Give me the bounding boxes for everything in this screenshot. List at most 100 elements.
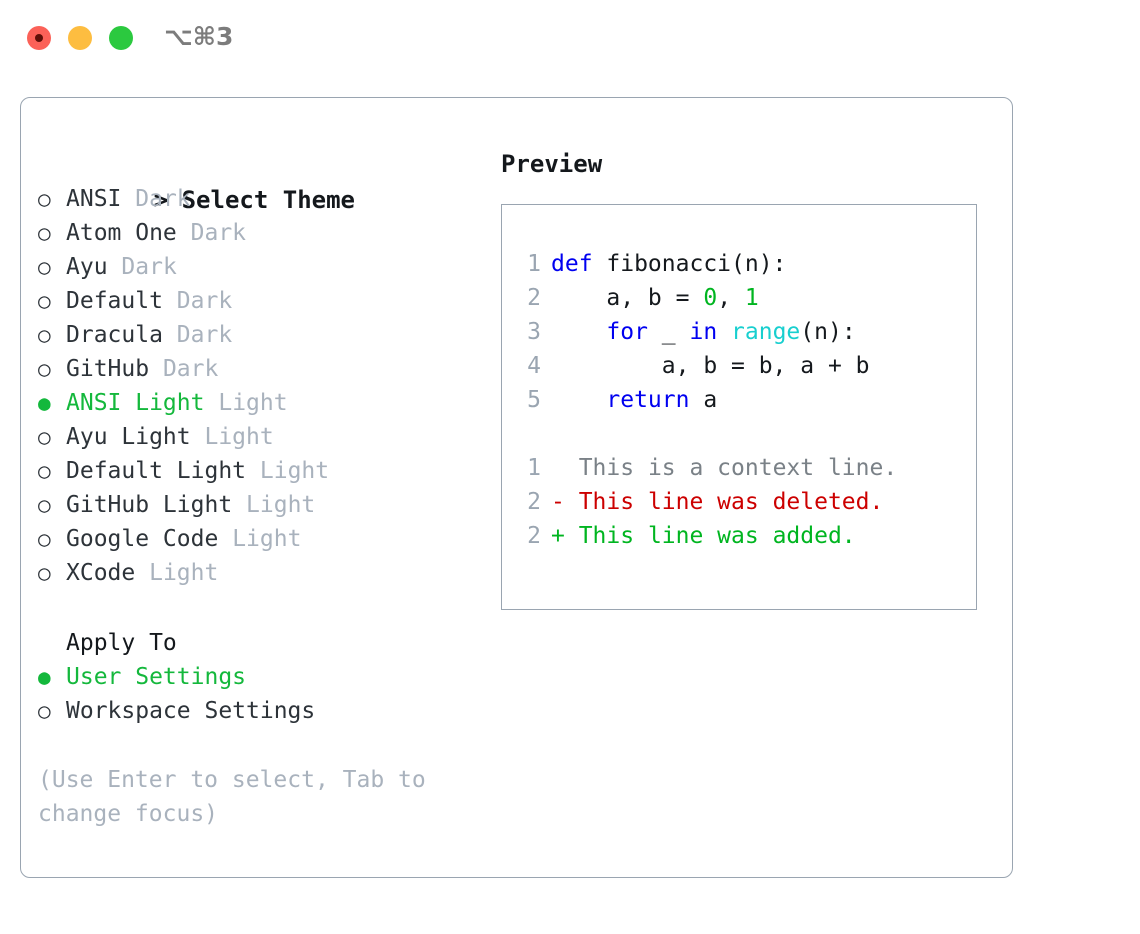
- theme-list-item[interactable]: ○ Dracula Dark: [38, 318, 478, 352]
- code-token: [551, 319, 606, 345]
- theme-selector-header: > Select Theme: [38, 146, 478, 214]
- apply-to-title: Apply To: [66, 630, 177, 656]
- keyboard-hint: (Use Enter to select, Tab to change focu…: [38, 767, 440, 827]
- maximize-button-icon[interactable]: [109, 26, 133, 50]
- theme-list-item[interactable]: ● ANSI Light Light: [38, 386, 478, 420]
- diff-text: This line was deleted.: [564, 489, 884, 515]
- theme-list-item[interactable]: ○Default Light Light: [38, 454, 478, 488]
- code-line: 4 a, b = b, a + b: [517, 349, 967, 383]
- radio-unselected-icon: ○: [38, 527, 51, 551]
- radio-unselected-icon: ○: [38, 561, 51, 585]
- code-token: ,: [717, 285, 745, 311]
- close-button-icon[interactable]: [27, 26, 51, 50]
- code-token: return: [606, 387, 690, 413]
- code-token: range: [731, 319, 801, 345]
- theme-name: Dracula: [66, 322, 163, 348]
- theme-list-item[interactable]: ○XCode Light: [38, 556, 478, 590]
- code-token: 1: [744, 285, 759, 311]
- theme-name: Google Code: [66, 526, 219, 552]
- diff-marker: -: [551, 489, 565, 515]
- theme-kind-badge: Dark: [176, 322, 233, 348]
- radio-unselected-icon: ○: [38, 493, 51, 517]
- radio-unselected-icon: ○: [38, 425, 51, 449]
- diff-sample: 1 This is a context line. 2- This line wa…: [517, 451, 967, 553]
- code-token: _: [647, 319, 690, 345]
- code-token: [551, 387, 606, 413]
- code-token: a, b = b, a + b: [551, 353, 870, 379]
- radio-unselected-icon: ○: [38, 699, 51, 723]
- theme-kind-badge: Light: [259, 458, 330, 484]
- code-token: 0: [703, 285, 718, 311]
- code-spacer: [517, 417, 967, 451]
- line-number: 2: [527, 523, 541, 549]
- theme-kind-badge: Dark: [176, 288, 233, 314]
- radio-selected-icon: ●: [38, 665, 51, 689]
- code-line: 5 return a: [517, 383, 967, 417]
- diff-marker: +: [551, 523, 565, 549]
- apply-to-option[interactable]: ● User Settings: [38, 660, 478, 694]
- radio-unselected-icon: ○: [38, 255, 51, 279]
- theme-name: ANSI: [66, 186, 122, 212]
- theme-list-item[interactable]: ○ ANSI Dark: [38, 182, 478, 216]
- radio-unselected-icon: ○: [38, 357, 51, 381]
- radio-unselected-icon: ○: [38, 187, 51, 211]
- diff-text: This line was added.: [564, 523, 856, 549]
- theme-kind-badge: Dark: [190, 220, 247, 246]
- apply-to-label: User Settings: [66, 664, 247, 690]
- theme-kind-badge: Light: [204, 424, 274, 450]
- diff-marker: [551, 455, 565, 481]
- radio-selected-icon: ●: [38, 391, 51, 415]
- apply-to-section: Apply To ● User Settings ○ Workspace Settin…: [38, 626, 478, 728]
- code-token: def: [551, 251, 607, 277]
- diff-line: 2- This line was deleted.: [517, 485, 967, 519]
- theme-list-item[interactable]: ○Ayu Dark: [38, 250, 478, 284]
- theme-name: ANSI Light: [66, 390, 205, 416]
- apply-to-label: Workspace Settings: [66, 698, 316, 724]
- line-number: 4: [527, 353, 541, 379]
- theme-name: Ayu: [66, 254, 108, 280]
- line-number: 1: [527, 455, 541, 481]
- theme-list-item[interactable]: ○ Atom One Dark: [38, 216, 478, 250]
- radio-unselected-icon: ○: [38, 221, 51, 245]
- radio-unselected-icon: ○: [38, 459, 51, 483]
- theme-name: Ayu Light: [66, 424, 191, 450]
- minimize-button-icon[interactable]: [68, 26, 92, 50]
- theme-kind-badge: Light: [232, 526, 302, 552]
- line-number: 5: [527, 387, 541, 413]
- theme-kind-badge: Light: [218, 390, 288, 416]
- theme-list-item[interactable]: ○Default Dark: [38, 284, 478, 318]
- main-panel: >Select Theme ○ANSI Dark○Atom One Dark○A…: [20, 97, 1013, 878]
- code-token: a, b =: [551, 285, 704, 311]
- code-line: 2 a, b = 0, 1: [517, 281, 967, 315]
- radio-unselected-icon: ○: [38, 289, 51, 313]
- line-number: 1: [527, 251, 541, 277]
- diff-line: 2 + This line was added.: [517, 519, 967, 553]
- diff-text: This is a context line.: [564, 455, 898, 481]
- code-line: 3 for _ in range(n):: [517, 315, 967, 349]
- theme-name: Atom One: [66, 220, 177, 246]
- caret-icon: >: [153, 186, 169, 214]
- code-token: fibonacci(n):: [606, 251, 787, 277]
- theme-list-item[interactable]: ○ Google Code Light: [38, 522, 478, 556]
- theme-list-item[interactable]: ○ Ayu Light Light: [38, 420, 478, 454]
- line-number: 2: [527, 285, 541, 311]
- line-number: 3: [527, 319, 541, 345]
- radio-unselected-icon: ○: [38, 323, 51, 347]
- theme-kind-badge: Dark: [162, 356, 219, 382]
- code-line: 1 def fibonacci(n):: [517, 247, 967, 281]
- theme-kind-badge: Light: [246, 492, 316, 518]
- theme-kind-badge: Dark: [135, 186, 191, 212]
- theme-name: GitHub: [66, 356, 150, 382]
- apply-to-option[interactable]: ○ Workspace Settings: [38, 694, 478, 728]
- theme-selector-title: Select Theme: [181, 186, 355, 214]
- theme-list-item[interactable]: ○GitHub Light Light: [38, 488, 478, 522]
- code-token: for: [606, 319, 648, 345]
- title-bar: ⌥⌘3: [0, 0, 1140, 78]
- theme-list-item[interactable]: ○ GitHub Dark: [38, 352, 478, 386]
- theme-kind-badge: Light: [149, 560, 219, 586]
